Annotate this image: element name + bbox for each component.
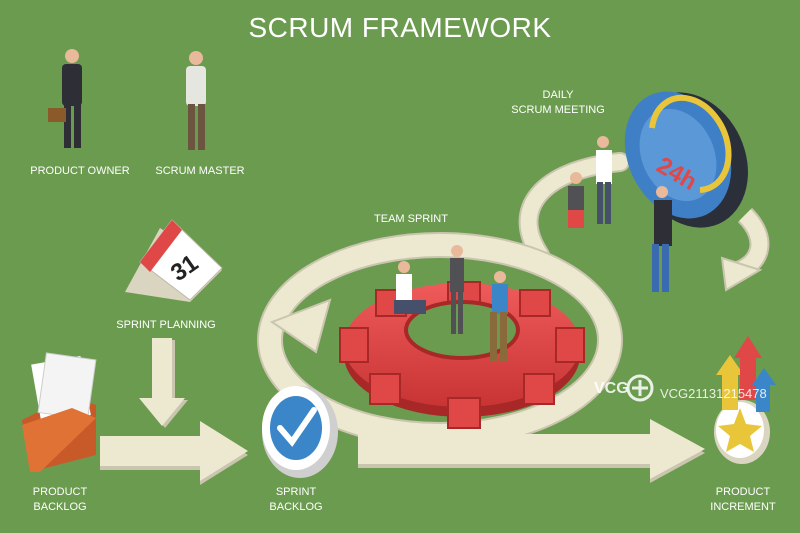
product-increment-icon: [714, 336, 776, 464]
clock: [624, 91, 748, 228]
label-scrum-master: SCRUM MASTER: [155, 165, 245, 177]
label-product-increment: PRODUCT INCREMENT: [710, 486, 776, 513]
label-daily-scrum-meeting: DAILY SCRUM MEETING: [511, 89, 605, 116]
watermark-id: VCG21131215478: [660, 386, 767, 401]
label-sprint-planning: SPRINT PLANNING: [116, 319, 216, 331]
label-product-owner: PRODUCT OWNER: [30, 165, 130, 177]
checkmark-badge: [262, 386, 338, 478]
backlog-folder: [22, 352, 97, 472]
daily-loop-arrow: [518, 152, 770, 292]
flow-arrows: [100, 338, 705, 485]
watermark-logo: VCG: [594, 380, 629, 397]
label-product-backlog: PRODUCT BACKLOG: [32, 486, 88, 513]
label-sprint-backlog: SPRINT BACKLOG: [269, 486, 323, 513]
people: [48, 49, 672, 362]
calendar: [125, 219, 223, 302]
watermark-logo-mark: [626, 374, 654, 402]
page-title: SCRUM FRAMEWORK: [248, 12, 552, 43]
label-team-sprint: TEAM SPRINT: [374, 213, 448, 225]
